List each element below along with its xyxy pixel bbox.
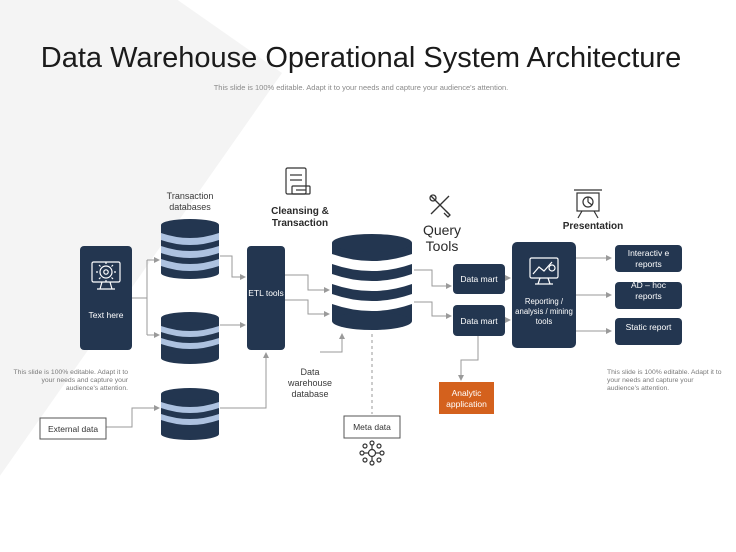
chart-monitor-icon [529,257,559,285]
adhoc-reports-label: AD – hoc reports [631,280,666,301]
document-stack-icon [285,167,311,195]
network-hub-icon [359,440,385,466]
meta-data-box [343,415,401,439]
meta-data-label: Meta data [353,422,391,432]
page-title: Data Warehouse Operational System Archit… [40,42,682,74]
transaction-databases-label: Transaction databases [166,191,214,212]
warehouse-db [332,234,412,330]
data-mart-2-box [453,305,505,336]
text-here-label: Text here [88,310,124,320]
reporting-panel [512,242,576,348]
gear-monitor-icon [91,261,121,290]
right-note: This slide is 100% editable. Adapt it to… [607,369,722,393]
data-warehouse-database-label: Data warehouse database [287,367,333,399]
interactive-reports-label: Interactiv e reports [627,248,670,269]
text-here-panel [80,246,132,350]
presentation-board-icon [574,189,602,219]
left-note: This slide is 100% editable. Adapt it to… [13,369,128,393]
external-data-label: External data [47,424,99,434]
wrench-screwdriver-icon [429,194,451,218]
analytic-application-box [439,382,494,414]
transaction-db-1 [161,219,219,279]
cleansing-label: Cleansing & Transaction [271,206,329,229]
external-db [161,388,219,440]
presentation-label: Presentation [562,221,624,232]
adhoc-reports-box [615,282,682,309]
external-data-box [39,417,107,440]
data-mart-2-label: Data mart [460,316,498,326]
etl-tools-label: ETL tools [248,288,284,298]
query-tools-label: Query Tools [422,222,462,254]
interactive-reports-box [615,245,682,272]
static-report-label: Static report [625,322,672,332]
data-mart-1-label: Data mart [460,274,498,284]
static-report-box [615,318,682,345]
data-mart-1-box [453,264,505,294]
connectors [106,255,612,428]
reporting-label: Reporting / analysis / mining tools [515,297,573,326]
page-subtitle: This slide is 100% editable. Adapt it to… [213,83,509,92]
analytic-application-label: Analytic application [446,388,487,409]
transaction-db-2 [161,312,219,364]
etl-panel [247,246,285,350]
